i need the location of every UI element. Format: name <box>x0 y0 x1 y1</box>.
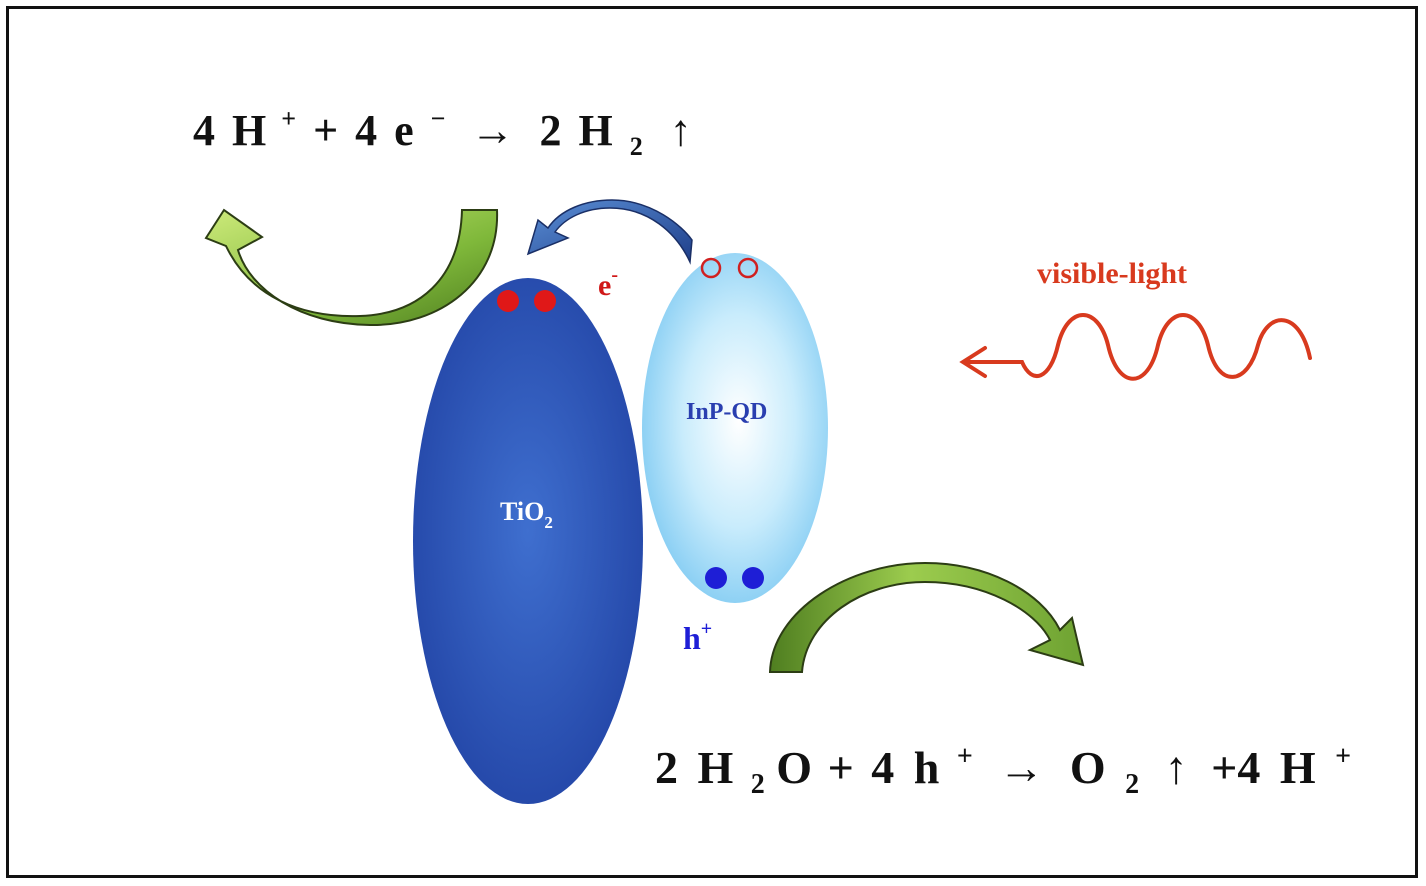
inp-qd-label: InP-QD <box>686 399 767 425</box>
hole-label: h+ <box>683 618 712 656</box>
electron-dot <box>534 290 556 312</box>
empty-electron-site <box>737 257 759 279</box>
green-curved-arrow-icon <box>768 561 1085 673</box>
hole-dot <box>742 567 764 589</box>
svg-text:2 H 2 O: 2 H 2 O + 4 h + → O 2 ↑ +4 H + <box>655 724 1351 803</box>
oxidation-equation: 2 H 2 O + 4 h + → O 2 ↑ +4 H + <box>655 724 1351 803</box>
wave-arrow-icon <box>959 313 1312 381</box>
electron-label: e- <box>598 264 618 302</box>
green-curved-arrow-icon <box>204 208 499 327</box>
empty-electron-site <box>700 257 722 279</box>
tio2-particle <box>413 278 643 804</box>
blue-curved-arrow-icon <box>526 199 693 265</box>
inp-qd-particle <box>642 253 828 603</box>
svg-text:4 H + +: 4 H + + 4 e − → 2 H 2 ↑ <box>193 88 692 165</box>
electron-dot <box>497 290 519 312</box>
visible-light-label: visible-light <box>1037 257 1187 290</box>
tio2-label: TiO2 <box>500 497 553 532</box>
hole-dot <box>705 567 727 589</box>
reduction-equation: 4 H + + 4 e − → 2 H 2 ↑ <box>193 88 692 165</box>
